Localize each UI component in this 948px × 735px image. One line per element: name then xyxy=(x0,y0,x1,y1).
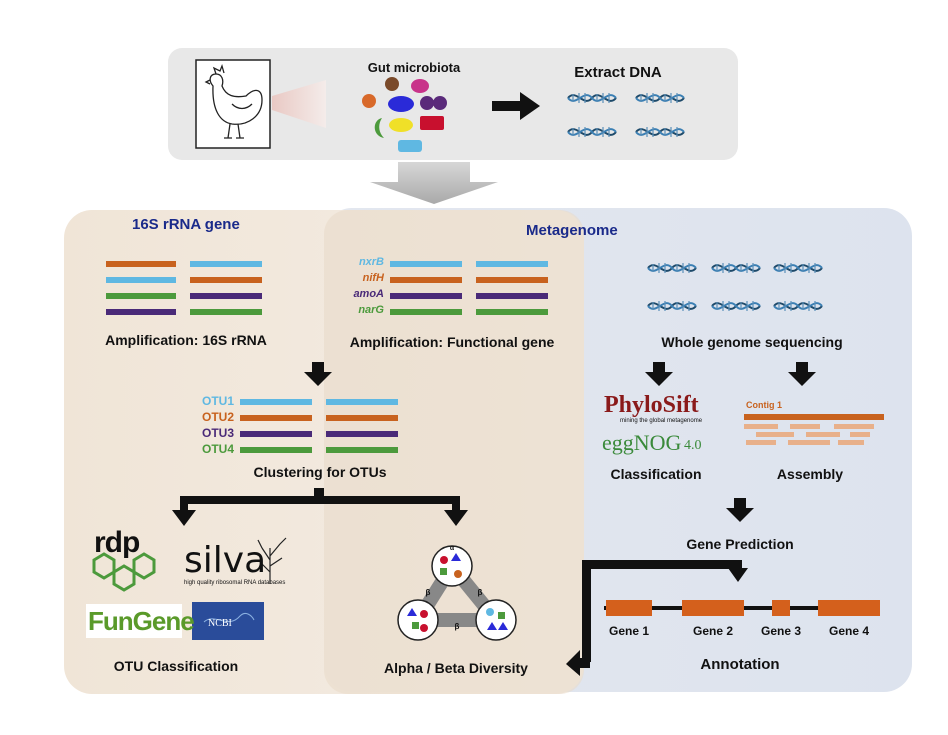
clustering-label: Clustering for OTUs xyxy=(253,464,387,480)
silva-tree-icon xyxy=(257,537,287,584)
rdp-logo-text: rdp xyxy=(94,526,140,559)
right-panel-title: Metagenome xyxy=(526,222,618,239)
rdp-logo xyxy=(92,552,156,592)
fungene-logo-text: FunGene xyxy=(88,606,195,636)
silva-logo-text: silva xyxy=(184,540,267,581)
microbiota-icons xyxy=(362,77,447,152)
contig-label: Contig 1 xyxy=(746,400,782,410)
left-panel-title: 16S rRNA gene xyxy=(132,216,240,233)
fungene-logo-bg xyxy=(86,604,182,638)
extract-dna-label: Extract DNA xyxy=(574,64,662,81)
top-panel xyxy=(168,48,738,160)
amp-16s-label: Amplification: 16S rRNA xyxy=(105,332,267,348)
bars-16s xyxy=(106,261,262,315)
beta-symbol-bottom: β xyxy=(454,622,460,631)
amp-functional-label: Amplification: Functional gene xyxy=(349,334,555,350)
gene-name-nxrB: nxrB xyxy=(358,256,384,268)
arrow-to-classification xyxy=(645,362,673,386)
bars-otu xyxy=(240,399,398,453)
otu-label-1: OTU1 xyxy=(201,394,234,408)
arrow-to-assembly xyxy=(788,362,816,386)
gut-microbiota-label: Gut microbiota xyxy=(367,60,461,75)
ncbi-logo-text: NCBI xyxy=(208,618,232,629)
bars-functional xyxy=(390,261,548,315)
wgs-label: Whole genome sequencing xyxy=(661,334,843,350)
gene-track xyxy=(604,600,880,616)
alpha-symbol-top: α xyxy=(449,545,455,552)
beta-symbol-right: β xyxy=(477,588,483,597)
chicken-frame xyxy=(195,59,271,149)
gene-label-2: Gene 2 xyxy=(692,624,734,638)
otu-classification-label: OTU Classification xyxy=(113,658,239,674)
overlap-panel xyxy=(324,210,584,694)
zoom-cone xyxy=(272,80,326,128)
diversity-label: Alpha / Beta Diversity xyxy=(384,660,528,676)
funnel-arrow xyxy=(370,162,498,204)
phylosift-logo-text: PhyloSift xyxy=(604,392,699,418)
ncbi-logo-bg xyxy=(192,602,264,640)
otu-label-3: OTU3 xyxy=(201,426,234,440)
eggnog-logo-text: eggNOG xyxy=(602,430,682,455)
diversity-icon xyxy=(397,545,517,641)
chicken-icon xyxy=(204,63,263,139)
arrow-to-dna xyxy=(492,92,540,120)
gene-name-amoA: amoA xyxy=(353,288,384,300)
branch-arrows xyxy=(172,488,468,526)
gene-label-4: Gene 4 xyxy=(828,624,870,638)
assembly-icon xyxy=(744,414,884,445)
phylosift-tagline: mining the global metagenome xyxy=(620,418,703,424)
eggnog-version: 4.0 xyxy=(684,438,702,453)
otu-label-4: OTU4 xyxy=(201,442,234,456)
annotation-to-diversity-arrow xyxy=(566,560,748,676)
arrow-to-otus xyxy=(304,362,332,386)
gene-label-3: Gene 3 xyxy=(760,624,802,638)
classification-label: Classification xyxy=(610,466,702,482)
annotation-label: Annotation xyxy=(700,656,780,673)
silva-tagline: high quality ribosomal RNA databases xyxy=(184,580,286,586)
gene-name-nifH: nifH xyxy=(362,272,384,284)
beta-symbol-left: β xyxy=(425,588,431,597)
arrow-to-gene-prediction xyxy=(726,498,754,522)
gene-prediction-label: Gene Prediction xyxy=(686,536,794,552)
gene-name-narG: narG xyxy=(358,304,384,316)
gene-label-1: Gene 1 xyxy=(608,624,650,638)
otu-label-2: OTU2 xyxy=(201,410,234,424)
assembly-label: Assembly xyxy=(776,466,844,482)
